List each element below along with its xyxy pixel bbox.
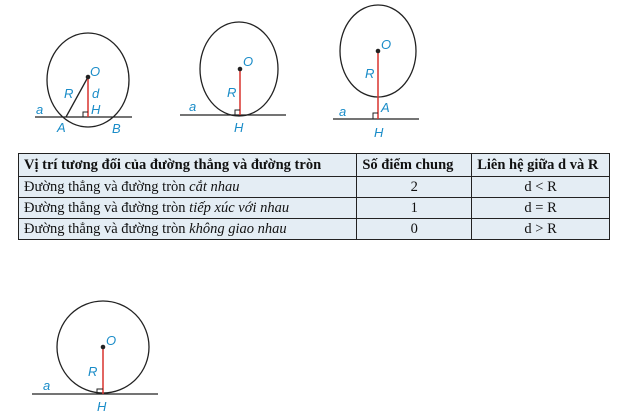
text: Đường thẳng và đường tròn (24, 200, 190, 216)
cell-relation: d = R (471, 197, 610, 219)
label-a: a (43, 378, 50, 393)
label-a: a (339, 104, 346, 119)
text-italic: cắt nhau (189, 179, 240, 195)
label-O: O (381, 37, 391, 52)
center-point (237, 66, 243, 72)
label-d: d (92, 86, 100, 101)
label-H: H (374, 125, 384, 140)
label-H: H (234, 120, 244, 135)
table-header-row: Vị trí tương đối của đường thẳng và đườn… (17, 153, 610, 177)
center-point (100, 344, 106, 350)
cell-relation: d < R (471, 176, 610, 198)
figure-secant: O R d H a A B (35, 32, 132, 136)
label-H: H (91, 102, 101, 117)
cell-position: Đường thẳng và đường tròn không giao nha… (17, 218, 358, 240)
label-O: O (90, 64, 100, 79)
cell-relation: d > R (471, 218, 610, 240)
label-a: a (36, 102, 43, 117)
text: Đường thẳng và đường tròn (24, 179, 190, 195)
label-a: a (189, 99, 196, 114)
figure-bottom-tangent: O R H a (32, 300, 158, 414)
label-R: R (227, 85, 236, 100)
right-angle-mark (82, 111, 88, 117)
header-common-points: Số điểm chung (356, 153, 473, 177)
figure-disjoint: O R A H a (333, 4, 419, 140)
text-italic: không giao nhau (189, 221, 287, 237)
relative-position-table: Vị trí tương đối của đường thẳng và đườn… (17, 153, 610, 240)
label-O: O (243, 54, 253, 69)
label-O: O (106, 333, 116, 348)
cell-points: 1 (356, 197, 473, 219)
text: Đường thẳng và đường tròn (24, 221, 190, 237)
table-row: Đường thẳng và đường tròn không giao nha… (17, 218, 610, 240)
cell-position: Đường thẳng và đường tròn cắt nhau (17, 176, 358, 198)
figure-tangent: O R H a (180, 21, 286, 135)
center-point (85, 74, 91, 80)
cell-position: Đường thẳng và đường tròn tiếp xúc với n… (17, 197, 358, 219)
right-angle-mark (96, 388, 103, 394)
header-relation: Liên hệ giữa d và R (471, 153, 610, 177)
radius-segment (65, 76, 89, 118)
circle (199, 21, 279, 117)
cell-points: 0 (356, 218, 473, 240)
label-B: B (112, 121, 121, 136)
table-row: Đường thẳng và đường tròn cắt nhau 2 d <… (17, 176, 610, 198)
label-A: A (380, 100, 390, 115)
label-R: R (365, 66, 374, 81)
table-row: Đường thẳng và đường tròn tiếp xúc với n… (17, 197, 610, 219)
text-italic: tiếp xúc với nhau (189, 200, 290, 216)
right-angle-mark (372, 112, 378, 119)
center-point (375, 48, 381, 54)
label-H: H (97, 399, 107, 414)
label-R: R (88, 364, 97, 379)
right-angle-mark (234, 109, 240, 115)
header-position: Vị trí tương đối của đường thẳng và đườn… (17, 153, 358, 177)
circle (46, 32, 130, 128)
label-A: A (56, 120, 66, 135)
label-R: R (64, 86, 73, 101)
cell-points: 2 (356, 176, 473, 198)
